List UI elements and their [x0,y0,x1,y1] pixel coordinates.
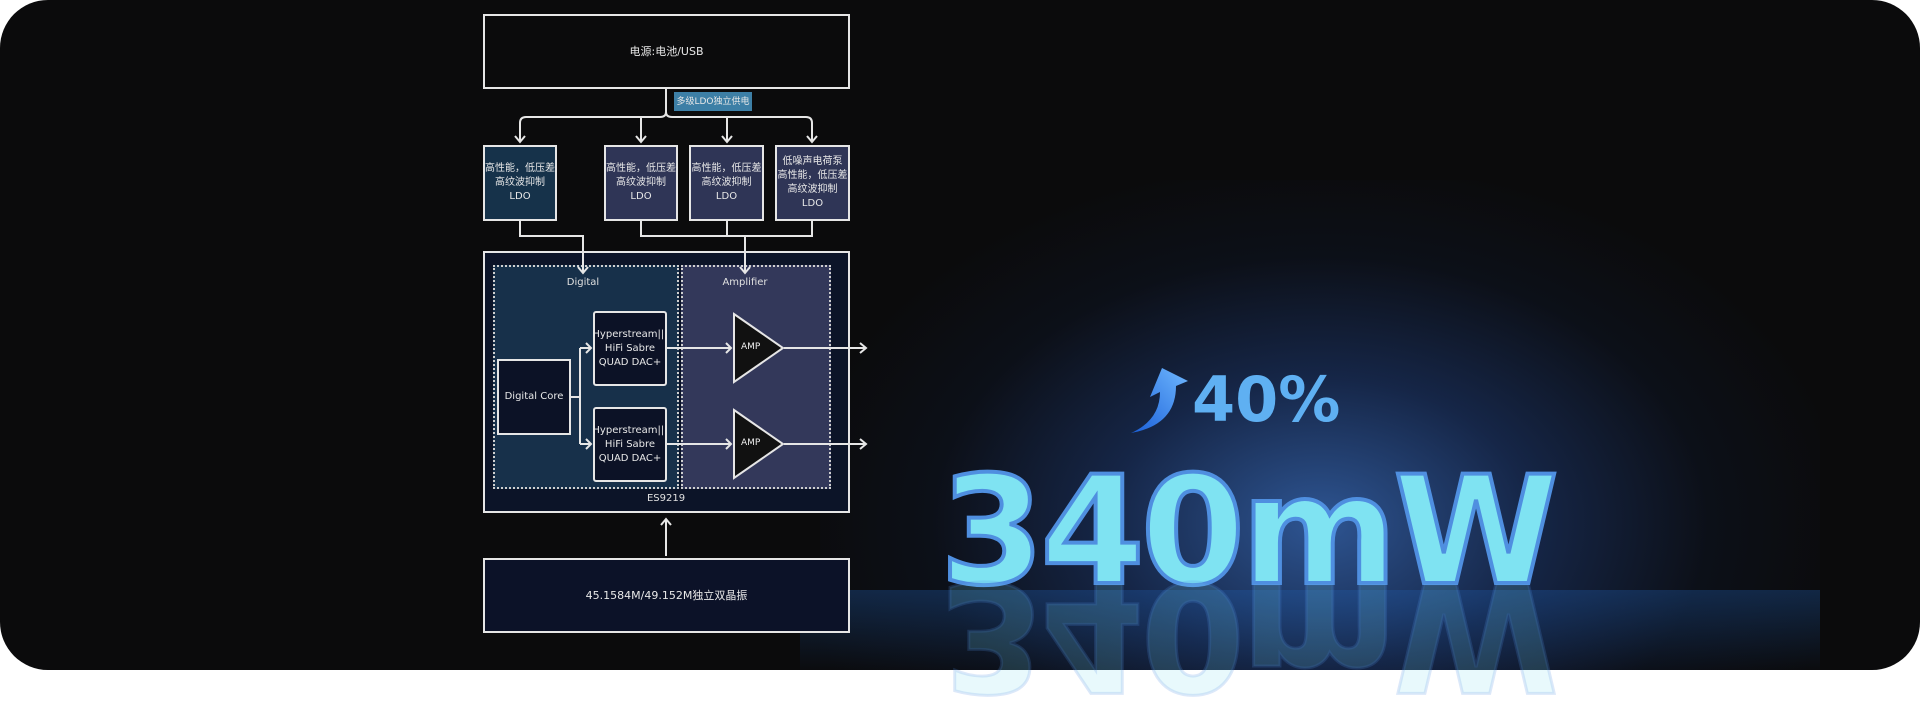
clock-box: 45.1584M/49.152M独立双晶振 [483,558,850,633]
ldo-box-4: 低噪声电荷泵高性能，低压差高纹波抑制LDO [775,145,850,221]
dac-text: HiFi Sabre [604,438,656,450]
amp-triangle-1 [733,312,785,384]
amp-supply-line [640,221,813,275]
ldo-text: 高纹波抑制LDO [787,184,838,209]
amp-label-2: AMP [741,438,761,448]
power-distribution-lines [519,89,813,141]
dac-text: QUAD DAC+ [598,452,662,464]
ldo-text: 高性能，低压差 [606,163,676,174]
clock-label: 45.1584M/49.152M独立双晶振 [585,588,748,602]
ldo-text: 高纹波抑制LDO [495,177,545,202]
amplifier-label: Amplifier [722,277,768,288]
increase-percent: 40% [1192,363,1341,436]
power-output-reflection: 340mW [939,547,1557,722]
ldo-box-3: 高性能，低压差高纹波抑制LDO [689,145,764,221]
connector-lines [514,89,868,556]
amp-label-1: AMP [741,342,761,352]
ldo-tag-label: 多级LDO独立供电 [676,96,750,107]
up-arrow-icon [1131,368,1188,433]
digital-supply-line [519,221,589,275]
clock-line [660,517,672,556]
digital-core-box: Digital Core [497,359,571,435]
power-source-label: 电源:电池/USB [629,44,704,58]
dac-text: Hyperstream||| [592,328,668,340]
ldo-box-2: 高性能，低压差高纹波抑制LDO [604,145,678,221]
power-source-box: 电源:电池/USB [483,14,850,89]
dac-text: QUAD DAC+ [598,356,662,368]
amp-triangle-2 [733,408,785,480]
chip-name: ES9219 [646,493,686,504]
ldo-text: 高性能，低压差 [691,163,762,174]
ldo-text: 高纹波抑制LDO [616,177,666,202]
ldo-tag: 多级LDO独立供电 [674,92,752,111]
dac-text: HiFi Sabre [604,342,656,354]
output-lines [784,342,868,450]
core-to-dac-lines [571,342,593,450]
ldo-text: 低噪声电荷泵 [782,156,843,167]
blue-glow [820,180,1820,670]
ldo-text: 高纹波抑制LDO [701,177,752,202]
ldo-text: 高性能，低压差 [485,163,555,174]
digital-core-label: Digital Core [504,391,564,402]
ldo-box-1: 高性能，低压差高纹波抑制LDO [483,145,557,221]
dac-to-amp-lines [667,342,733,450]
light-floor [800,590,1820,670]
power-output-value: 340mW [938,445,1561,619]
ldo-text: 高性能，低压差 [777,170,848,181]
digital-label: Digital [566,277,600,288]
dac-text: Hyperstream||| [592,424,668,436]
arrowheads [514,135,818,144]
